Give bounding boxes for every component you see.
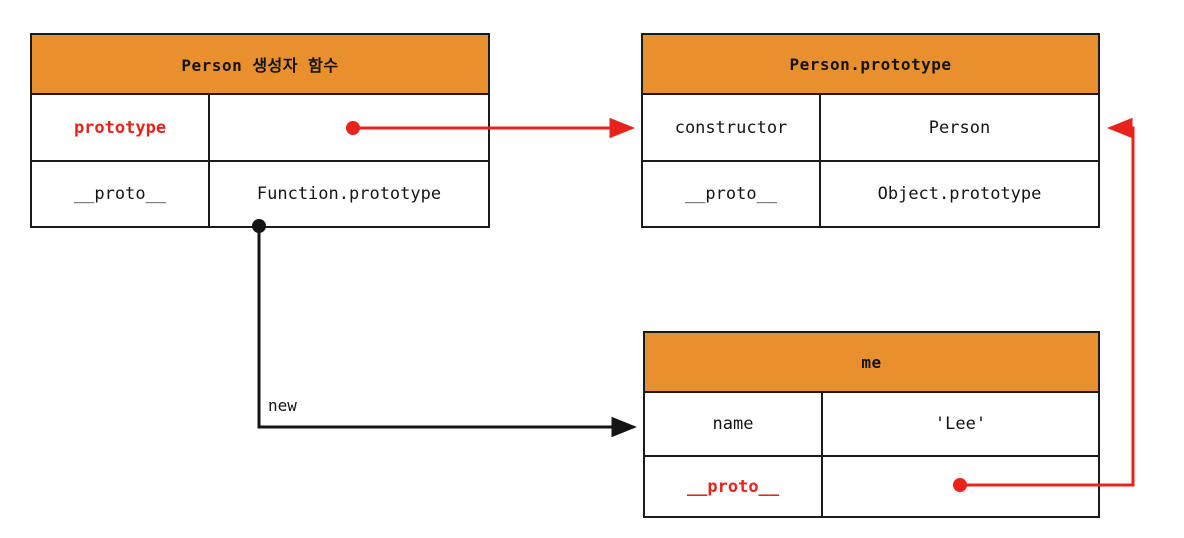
box-person-constructor-header: Person 생성자 함수 — [32, 35, 488, 95]
box-person-constructor: Person 생성자 함수 prototype __proto__ Functi… — [30, 33, 490, 228]
table-row: name 'Lee' — [645, 393, 1098, 455]
table-row: __proto__ Object.prototype — [643, 160, 1098, 226]
cell-value-prototype — [210, 95, 488, 160]
connector-new-instantiation — [252, 219, 637, 438]
table-row: __proto__ — [645, 455, 1098, 516]
cell-value-person: Person — [928, 117, 991, 138]
connector-label-new: new — [268, 396, 297, 415]
cell-key-prototype: prototype — [32, 95, 210, 160]
box-me-header: me — [645, 333, 1098, 393]
cell-value-function-prototype: Function.prototype — [256, 184, 442, 204]
cell-key-proto: __proto__ — [643, 162, 821, 226]
table-row: __proto__ Function.prototype — [32, 160, 488, 226]
box-person-prototype-header: Person.prototype — [643, 35, 1098, 95]
cell-value-proto — [823, 457, 1098, 516]
table-row: prototype — [32, 95, 488, 160]
cell-value-object-prototype: Object.prototype — [877, 184, 1042, 204]
box-person-prototype: Person.prototype constructor Person __pr… — [641, 33, 1100, 228]
cell-key-constructor: constructor — [643, 95, 821, 160]
cell-key-proto: __proto__ — [645, 457, 823, 516]
cell-value-lee: 'Lee' — [934, 414, 987, 434]
box-me-object: me name 'Lee' __proto__ — [643, 331, 1100, 518]
table-row: constructor Person — [643, 95, 1098, 160]
cell-key-proto: __proto__ — [32, 162, 210, 226]
cell-key-name: name — [645, 393, 823, 455]
